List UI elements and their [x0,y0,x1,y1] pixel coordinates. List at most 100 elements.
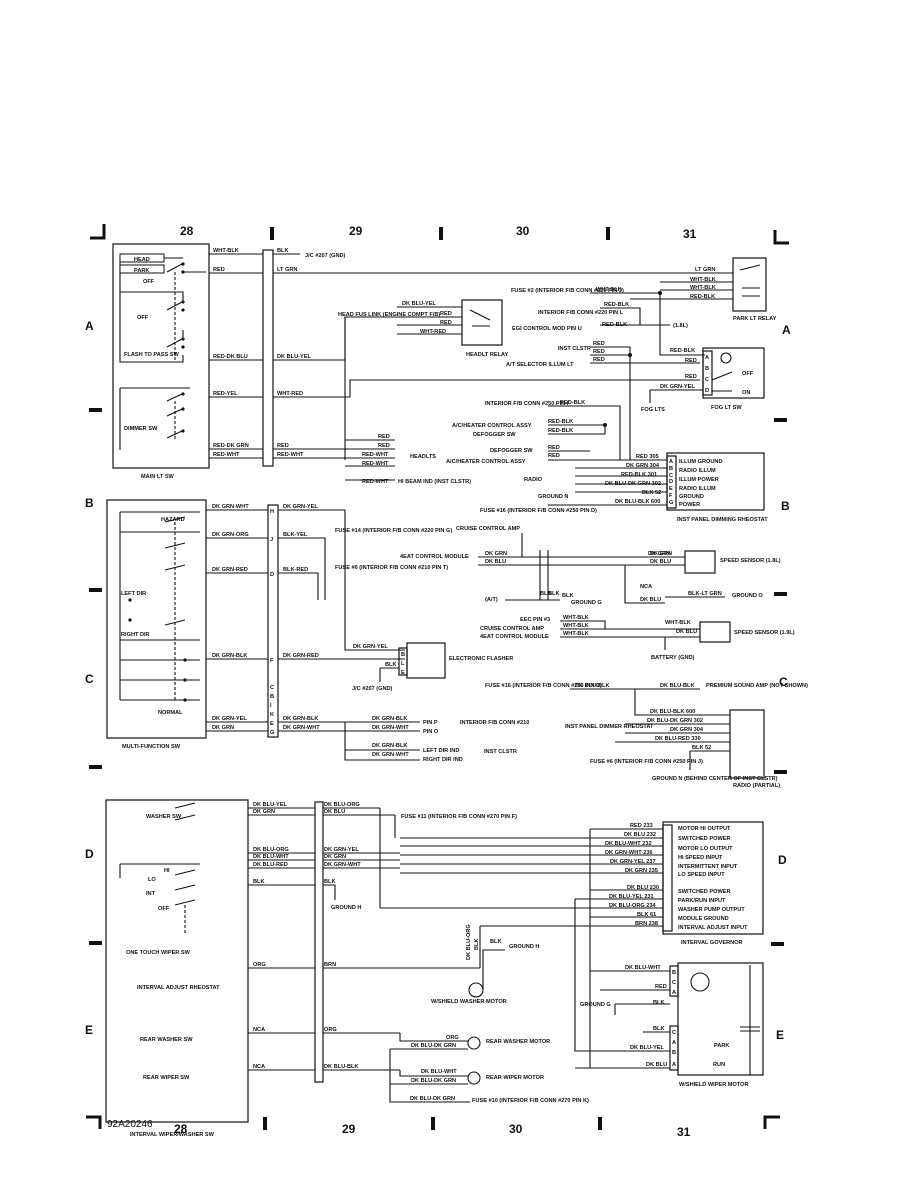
main-lt-sw-title: MAIN LT SW [141,474,175,480]
flash-to-pass-label: FLASH TO PASS SW [124,352,180,358]
relay-wire-wht-red: WHT-RED [420,329,446,335]
gov-fn-1: MOTOR HI OUTPUT [678,826,731,832]
ws-left-3: DK BLU-ORG [253,847,289,853]
dim-wire-5: BLK 52 [642,490,661,496]
flasher-title: ELECTRONIC FLASHER [449,656,513,662]
radio-wire-330: DK BLU-RED 330 [655,736,701,742]
feed-red-1: RED [593,341,605,347]
dim-feedwire-4: RED [548,445,560,451]
row-right-b: B [781,499,790,513]
left-dir-ind: LEFT DIR IND [423,748,459,754]
dimming-rheostat: A B C D E F G ILLUM GROUND RADIO ILLUM I… [446,400,768,523]
gov-wire-2: DK BLU 232 [624,832,656,838]
park-relay-wire-wht-blk-1: WHT-BLK [690,277,716,283]
dim-feed-2: A/C/HEATER CONTROL ASSY [452,423,532,429]
dim-rheostat-title: INST PANEL DIMMING RHEOSTAT [677,517,768,523]
wiper-int: INT [146,891,156,897]
ss18-wire-dk-blu2: DK BLU [650,559,671,565]
splice-connector-d: DK BLU-ORG DK BLU DK GRN-YEL DK GRN DK G… [314,801,480,1083]
flasher-wire-1: DK GRN-YEL [353,644,388,650]
gov-wire-1: RED 233 [630,823,653,829]
dim-feed-6: RADIO [524,477,543,483]
headlights: RED RED RED-WHT RED-WHT RED-WHT HEADLTS … [345,434,471,485]
switch-pos-park: PARK [134,268,149,274]
dim-pin-e: E [669,486,673,492]
head-fus-link-label: HEAD FUS LINK (ENGINE COMPT F/B) [338,312,440,318]
gov-wire-11: BRN 238 [635,921,658,927]
wm-ground-g: GROUND G [580,1002,611,1008]
splice-wire-blk: BLK [277,248,289,254]
gov-fn-4: HI SPEED INPUT [678,855,723,861]
radio-wire-a: DK BLU-BLK [575,683,610,689]
dim-feedwire-2: RED-BLK [548,419,573,425]
row-right-e: E [776,1028,784,1042]
dim-feed-5: A/C/HEATER CONTROL ASSY [446,459,526,465]
gov-fuse11: FUSE #11 (INTERIOR F/B CONN #270 PIN F) [401,814,517,820]
ss18-wire-dk-blu: DK BLU [640,597,661,603]
wm-wire-4: BLK [653,1026,665,1032]
rear-wiper-sw: REAR WIPER SW [143,1075,190,1081]
dim-wire-3: RED-BLK 301 [621,472,657,478]
wm-pin-2: C [672,980,676,986]
row-right-a: A [782,323,791,337]
turn-inst-clstr: INST CLSTR [484,749,517,755]
mfs-out-5: DK GRN-YEL [212,716,247,722]
row-left-a: A [85,319,94,333]
fog-wire-red-blk: RED-BLK [670,348,695,354]
fog-pin-d: D [705,388,709,394]
wiper-lo: LO [148,877,156,883]
mls-wire-red-dk-blu: RED-DK BLU [213,354,248,360]
splice-b-pin-k: K [270,712,274,718]
park-lt-relay-title: PARK LT RELAY [733,316,777,322]
feed-red-blk-1: RED-BLK [604,302,629,308]
gov-fn-7: SWITCHED POWER [678,889,731,895]
park-relay: LT GRN WHT-BLK WHT-BLK RED-BLK PARK LT R… [630,257,777,322]
mfs-hazard: HAZARD [161,517,185,523]
gov-fn-3: MOTOR LO OUTPUT [678,846,733,852]
egi-mod-label: EGI CONTROL MOD PIN U [512,326,582,332]
dimmer-label: DIMMER SW [124,426,158,432]
washer-ground: GROUND H [509,944,539,950]
ss18-wire-nca: NCA [640,584,652,590]
interval-governor: FUSE #11 (INTERIOR F/B CONN #270 PIN F) … [379,808,764,968]
cruise-wire-6: BLK [562,593,574,599]
flasher-pin-l: L [401,661,405,667]
fog-wire-red-1: RED [685,358,697,364]
turn-pin-o: PIN O [423,729,439,735]
dim-feed-1: INTERIOR F/B CONN #250 PIN I [485,401,569,407]
jc207-gnd-label: J/C #207 (GND) [305,253,346,259]
fog-lt-sw-title: FOG LT SW [711,405,742,411]
mfs-out-4: DK GRN-BLK [212,653,247,659]
headlt-wire-red-wht-2: RED-WHT [362,461,389,467]
gov-title: INTERVAL GOVERNOR [681,940,743,946]
ws-ground-h: GROUND H [331,905,361,911]
mfs-out-1: DK GRN-WHT [212,504,249,510]
gov-fn-6: LO SPEED INPUT [678,872,725,878]
ws-right-1: DK BLU-ORG [324,802,360,808]
dim-pin-b: B [669,466,673,472]
splice-wire-dk-blu-yel: DK BLU-YEL [277,354,311,360]
park-relay-wire-red-blk: RED-BLK [690,294,715,300]
gov-wire-3: DK BLU-WHT 232 [605,841,652,847]
rear-wire-5: DK BLU-DK GRN [410,1096,455,1102]
cruise-wire-1: DK GRN [485,551,507,557]
flasher-pin-e: E [401,670,405,676]
relay-wire-red-1: RED [440,311,452,317]
fuse14-label: FUSE #14 (INTERIOR F/B CONN #220 PIN G) [335,528,452,534]
splice-b-pin-j: J [270,537,273,543]
wiper-switch: WASHER SW HI LO INT OFF ONE TOUCH WIPER … [105,799,315,1138]
gov-fn-10: MODULE GROUND [678,916,729,922]
switch-pos-off-1: OFF [143,279,155,285]
row-left-d: D [85,847,94,861]
dim-fn-1: ILLUM GROUND [679,459,723,465]
ws-right-4: DK GRN [324,854,346,860]
ss19-4eat: 4EAT CONTROL MODULE [480,634,549,640]
dim-feed-3: DEFOGGER SW [473,432,516,438]
splice-b-pin-c: C [270,685,274,691]
wm-wire-3: BLK [653,1000,665,1006]
speed-sensor-1-8: SPEED SENSOR (1.8L) NCA DK BLU BLK-LT GR… [624,550,781,604]
splice-b-out-4: DK GRN-RED [283,653,319,659]
rear-wire-4: DK BLU-DK GRN [411,1078,456,1084]
ss18-title: SPEED SENSOR (1.8L) [720,558,781,564]
ws-left-6: BLK [253,879,265,885]
